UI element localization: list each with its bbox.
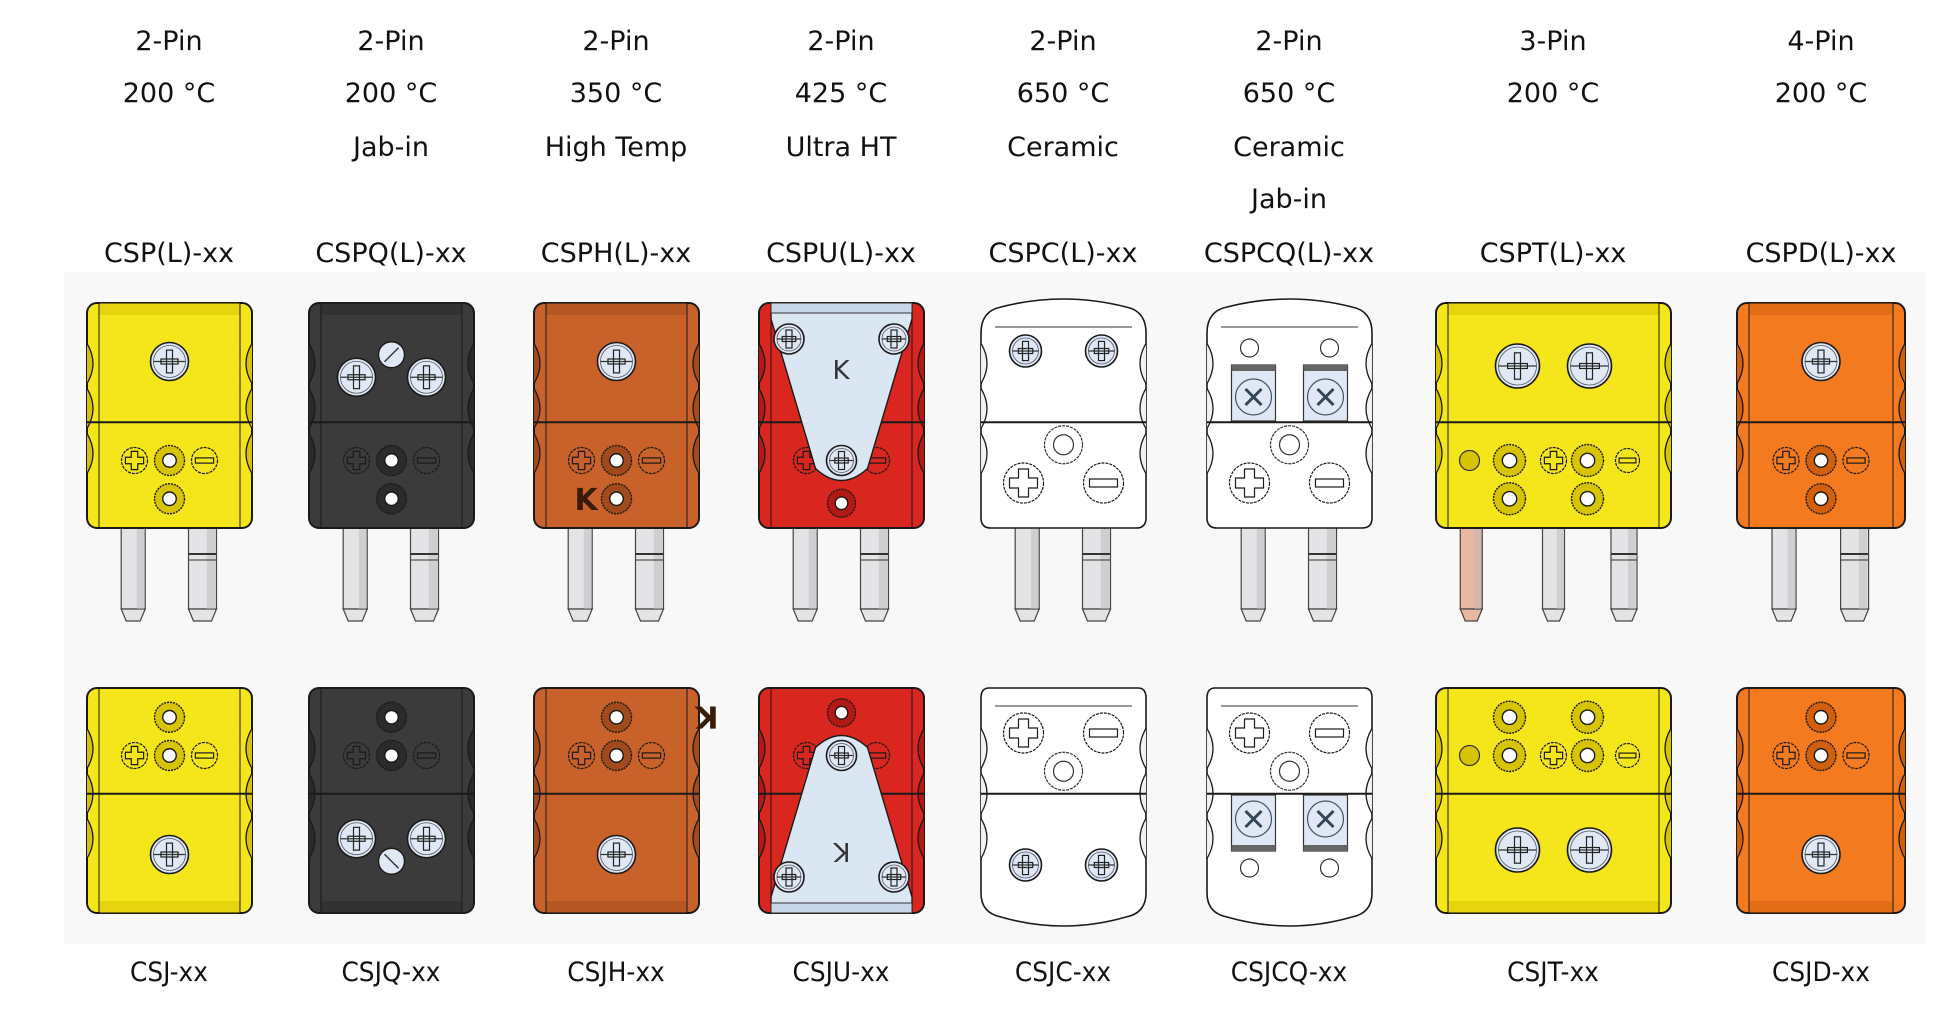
pin-count-label: 4-Pin [1787, 26, 1855, 57]
temperature-label: 350 °C [569, 78, 663, 109]
plug-part-code: CSPU(L)-xx [766, 238, 916, 269]
plug-connector-standard: K [532, 302, 700, 622]
plug-connector-ultra: K [757, 302, 925, 622]
temperature-label: 200 °C [1506, 78, 1600, 109]
jack-part-code: CSJQ-xx [341, 957, 441, 988]
plug-connector-four-pin [1736, 302, 1906, 622]
jack-connector-three-pin [1434, 687, 1672, 914]
plug-connector-ceramic-jabin [1205, 298, 1373, 622]
jack-connector-four-pin [1736, 687, 1906, 914]
svg-text:K: K [832, 836, 850, 866]
jack-connector-ultra: K [757, 687, 925, 914]
subtype-label: Jab-in [1250, 184, 1327, 215]
temperature-label: 650 °C [1242, 78, 1336, 109]
pin-count-label: 3-Pin [1519, 26, 1587, 57]
temperature-label: 200 °C [344, 78, 438, 109]
jack-connector-ceramic [979, 687, 1147, 927]
jack-part-code: CSJU-xx [792, 957, 890, 988]
pin-count-label: 2-Pin [1029, 26, 1097, 57]
jack-connector-standard [85, 687, 253, 914]
temperature-label: 425 °C [794, 78, 888, 109]
type-label: Jab-in [352, 132, 429, 163]
temperature-label: 200 °C [122, 78, 216, 109]
type-label: High Temp [544, 132, 688, 163]
plug-part-code: CSPT(L)-xx [1479, 238, 1627, 269]
temperature-label: 650 °C [1016, 78, 1110, 109]
svg-text:K: K [832, 356, 850, 386]
type-label: Ceramic [1007, 132, 1119, 163]
plug-connector-jabin [307, 302, 475, 622]
pin-count-label: 2-Pin [582, 26, 650, 57]
plug-part-code: CSPD(L)-xx [1745, 238, 1897, 269]
jack-part-code: CSJD-xx [1772, 957, 1870, 988]
jack-connector-jabin [307, 687, 475, 914]
jack-part-code: CSJT-xx [1507, 957, 1599, 988]
svg-text:K: K [574, 483, 599, 518]
svg-text:K: K [693, 698, 718, 733]
plug-connector-ceramic [979, 298, 1147, 622]
pin-count-label: 2-Pin [807, 26, 875, 57]
plug-part-code: CSPC(L)-xx [988, 238, 1138, 269]
pin-count-label: 2-Pin [135, 26, 203, 57]
temperature-label: 200 °C [1774, 78, 1868, 109]
jack-connector-ceramic-jabin [1205, 687, 1373, 927]
plug-connector-three-pin [1434, 302, 1672, 622]
jack-part-code: CSJC-xx [1014, 957, 1112, 988]
plug-connector-standard [85, 302, 253, 622]
type-label: Ceramic [1233, 132, 1345, 163]
jack-part-code: CSJCQ-xx [1230, 957, 1348, 988]
plug-part-code: CSPCQ(L)-xx [1203, 238, 1375, 269]
pin-count-label: 2-Pin [357, 26, 425, 57]
type-label: Ultra HT [785, 132, 897, 163]
plug-part-code: CSPH(L)-xx [540, 238, 692, 269]
jack-connector-standard: K [532, 687, 718, 914]
pin-count-label: 2-Pin [1255, 26, 1323, 57]
jack-part-code: CSJ-xx [130, 957, 208, 988]
plug-part-code: CSPQ(L)-xx [315, 238, 467, 269]
jack-part-code: CSJH-xx [567, 957, 665, 988]
plug-part-code: CSP(L)-xx [103, 238, 235, 269]
